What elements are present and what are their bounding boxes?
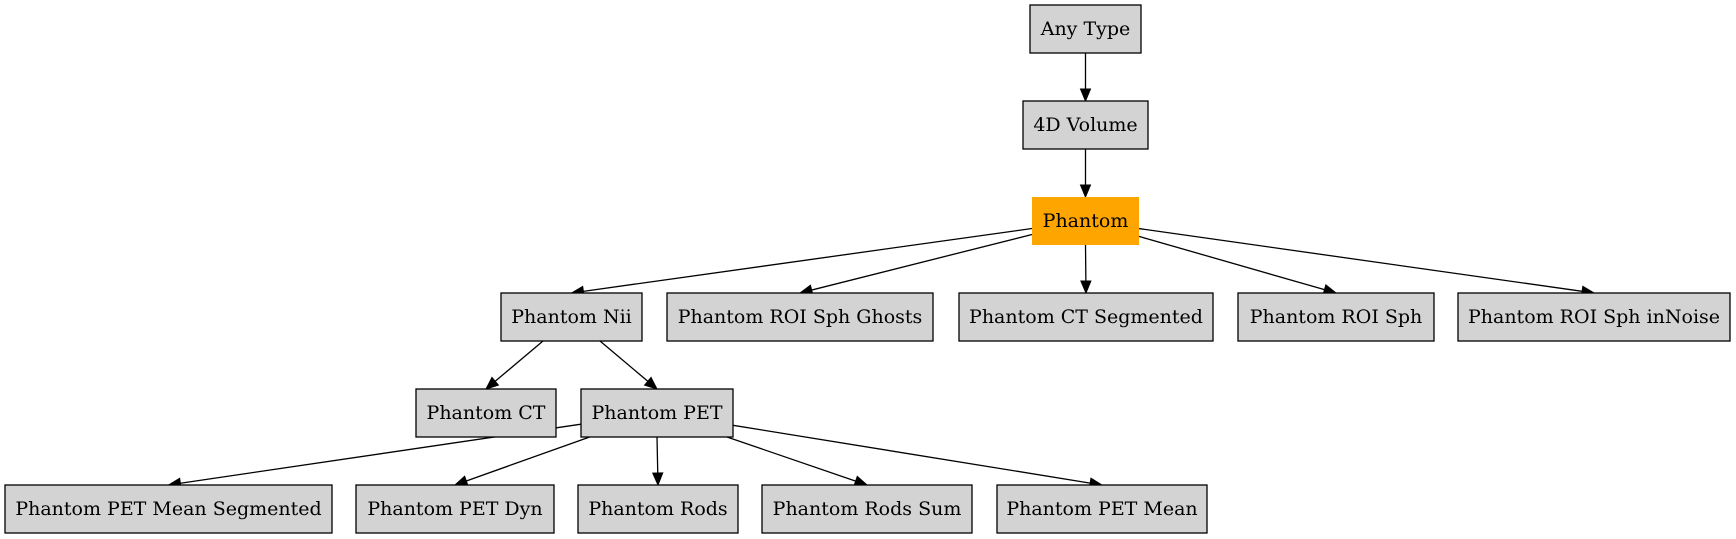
node-phantom-ct-segmented: Phantom CT Segmented xyxy=(958,292,1214,342)
node-label: Phantom Nii xyxy=(511,306,632,328)
edge-phantom-nii-to-phantom-ct xyxy=(485,340,544,390)
edge-phantom-to-phantom-roi-sph-ghosts xyxy=(798,233,1033,296)
node-label: Phantom PET Mean Segmented xyxy=(15,498,321,520)
edge-phantom-to-phantom-ct-segmented xyxy=(1080,244,1092,295)
edge-line xyxy=(811,233,1033,291)
arrowhead xyxy=(485,376,500,390)
node-phantom-roi-sph-ghosts: Phantom ROI Sph Ghosts xyxy=(666,292,934,342)
node-phantom-ct: Phantom CT xyxy=(415,388,557,438)
edge-phantom-to-phantom-roi-sph-innoise xyxy=(1138,227,1596,297)
edge-any-type-to-4d-volume xyxy=(1079,53,1092,103)
node-label: 4D Volume xyxy=(1033,114,1137,136)
edge-line xyxy=(1138,227,1583,292)
node-box xyxy=(1029,4,1142,54)
node-4d-volume: 4D Volume xyxy=(1022,100,1149,150)
node-label: Phantom PET Mean xyxy=(1006,498,1197,520)
arrowhead xyxy=(1079,88,1092,103)
arrowhead xyxy=(651,472,664,487)
node-box xyxy=(500,292,643,342)
edge-phantom-pet-to-phantom-rods-sum xyxy=(726,436,869,487)
edge-phantom-pet-to-phantom-pet-mean xyxy=(732,424,1104,489)
edge-line xyxy=(1138,235,1325,291)
node-label: Phantom Rods xyxy=(588,498,727,520)
node-phantom-roi-sph: Phantom ROI Sph xyxy=(1237,292,1435,342)
edge-line xyxy=(599,340,649,382)
node-phantom-pet-mean: Phantom PET Mean xyxy=(996,484,1208,534)
arrowhead xyxy=(643,376,658,390)
node-phantom-pet: Phantom PET xyxy=(580,388,734,438)
node-box xyxy=(1022,100,1149,150)
node-label: Phantom ROI Sph xyxy=(1250,306,1423,328)
node-box xyxy=(1032,197,1139,245)
node-box xyxy=(580,388,734,438)
node-label: Phantom PET xyxy=(591,402,722,424)
edge-line xyxy=(726,436,856,482)
node-label: Any Type xyxy=(1040,18,1131,40)
node-phantom-nii: Phantom Nii xyxy=(500,292,643,342)
node-box xyxy=(996,484,1208,534)
node-phantom-pet-dyn: Phantom PET Dyn xyxy=(355,484,555,534)
node-box xyxy=(1457,292,1731,342)
node-label: Phantom CT Segmented xyxy=(969,306,1203,328)
edge-line xyxy=(494,340,544,382)
edge-line xyxy=(732,424,1091,484)
node-box xyxy=(577,484,739,534)
node-phantom-roi-sph-innoise: Phantom ROI Sph inNoise xyxy=(1457,292,1731,342)
node-phantom-rods-sum: Phantom Rods Sum xyxy=(761,484,973,534)
node-any-type: Any Type xyxy=(1029,4,1142,54)
edge-phantom-to-phantom-nii xyxy=(570,227,1033,297)
edge-phantom-nii-to-phantom-pet xyxy=(599,340,658,390)
node-label: Phantom ROI Sph inNoise xyxy=(1468,306,1720,328)
arrowhead xyxy=(453,475,469,487)
node-label: Phantom ROI Sph Ghosts xyxy=(678,306,923,328)
node-label: Phantom Rods Sum xyxy=(773,498,962,520)
node-label: Phantom xyxy=(1043,210,1129,232)
edge-line xyxy=(583,227,1033,292)
edge-line xyxy=(656,436,659,474)
node-phantom-rods: Phantom Rods xyxy=(577,484,739,534)
node-label: Phantom CT xyxy=(427,402,546,424)
node-phantom: Phantom xyxy=(1032,197,1139,245)
node-box xyxy=(761,484,973,534)
edge-phantom-pet-to-phantom-pet-dyn xyxy=(453,436,590,487)
node-box xyxy=(1237,292,1435,342)
node-box xyxy=(958,292,1214,342)
edge-phantom-pet-to-phantom-rods xyxy=(651,436,664,487)
node-box xyxy=(4,484,333,534)
edge-line xyxy=(466,436,590,482)
arrowhead xyxy=(1079,184,1092,199)
node-phantom-pet-mean-segmented: Phantom PET Mean Segmented xyxy=(4,484,333,534)
edges-layer xyxy=(167,53,1596,489)
node-box xyxy=(666,292,934,342)
arrowhead xyxy=(1080,280,1092,295)
node-box xyxy=(355,484,555,534)
edge-phantom-to-phantom-roi-sph xyxy=(1138,235,1338,296)
edge-4d-volume-to-phantom xyxy=(1079,149,1092,199)
node-box xyxy=(415,388,557,438)
node-label: Phantom PET Dyn xyxy=(367,498,542,520)
